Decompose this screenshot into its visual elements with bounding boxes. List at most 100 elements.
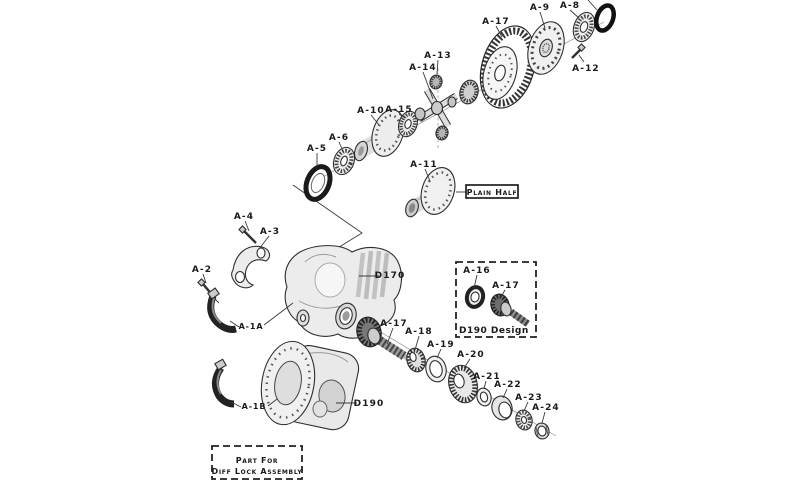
callout-labels: A-5 A-6 A-10 A-15 A-14 A-13 A-17 A-9 A-8… [192, 1, 600, 413]
nut-facet [545, 424, 549, 436]
bracket-hole [256, 247, 266, 259]
gear-teeth [406, 348, 426, 372]
gear-teeth [448, 365, 478, 403]
part-a20-gear [448, 364, 478, 404]
bracket-hole [234, 270, 246, 284]
part-a3-bracket [231, 245, 271, 289]
callout-a21: A-21 [473, 372, 501, 382]
strap-body [212, 365, 235, 408]
part-a24-nut [534, 422, 550, 440]
bearing-bore [470, 291, 480, 303]
d190-design-label: D190 Design [459, 326, 529, 336]
flange-splines [542, 42, 550, 54]
callout-a13: A-13 [424, 51, 452, 61]
cropped-leader-line [587, 0, 598, 11]
callout-a11: A-11 [410, 160, 438, 170]
callout-d190: D190 [354, 399, 385, 409]
seal-bore [310, 172, 326, 194]
bolt-head [197, 278, 206, 287]
pinion-gear-left [414, 107, 426, 121]
part-d170-housing [284, 245, 403, 339]
side-gear [459, 79, 479, 105]
callout-a14: A-14 [409, 63, 437, 73]
nut-facet [535, 426, 539, 438]
callout-a12: A-12 [572, 64, 600, 74]
gear-bore [409, 352, 417, 362]
callout-a4: A-4 [234, 212, 254, 222]
gear-bore [494, 64, 506, 82]
bolt-head [577, 43, 586, 52]
pinion-gear-face [367, 327, 381, 345]
hub-bore [408, 203, 416, 213]
plain-half-label: Plain Half [467, 188, 518, 197]
callout-a17-ring-gear: A-17 [482, 17, 510, 27]
thrust-washer [447, 96, 457, 108]
case-bolt-hole-ring [374, 114, 402, 152]
bearing-rollers [334, 148, 354, 174]
output-bore-inner [342, 311, 350, 321]
callout-a1b: A-1B [242, 402, 267, 411]
d190-design-box: D190 Design [455, 261, 537, 338]
housing-dome [314, 262, 346, 298]
bolt-shank [243, 230, 257, 244]
part-a18-gear [406, 347, 426, 373]
part-a15-bearing [397, 110, 419, 138]
plain-half-border [465, 184, 519, 199]
bolt-head [238, 225, 247, 234]
callout-a17-pinion-d190: A-17 [492, 281, 520, 291]
callout-a18: A-18 [405, 327, 433, 337]
part-a6-bearing [332, 146, 356, 176]
callout-a24: A-24 [532, 403, 560, 413]
seal-ring [303, 164, 333, 202]
part-a16-bearing [464, 285, 486, 309]
mount-lug-hole [299, 313, 307, 323]
part-a12-bolt [571, 43, 586, 59]
gear-bolt-hole-ring [487, 53, 513, 93]
shaft-splines [508, 309, 531, 327]
callout-d170: D170 [375, 271, 406, 281]
note-line-2: Diff Lock Assembly [212, 467, 303, 476]
callout-a19: A-19 [427, 340, 455, 350]
bearing-bore [579, 21, 589, 33]
bearing-rollers [516, 410, 532, 430]
part-a22-bearing-race [491, 395, 513, 421]
shaft-splines [373, 334, 407, 360]
callout-a6: A-6 [329, 133, 349, 143]
pinion-gear-top-teeth [430, 75, 442, 89]
plain-half-tag: Plain Half [456, 184, 519, 199]
housing-rib [379, 252, 390, 298]
housing-contour [304, 253, 337, 263]
callout-a16: A-16 [463, 266, 491, 276]
part-a5-oil-seal [303, 164, 333, 202]
bearing-rollers [574, 14, 594, 40]
race-cone [498, 401, 512, 419]
pinion-gear-face [500, 301, 512, 317]
part-d190-housing [260, 340, 360, 431]
part-a8-bearing [572, 11, 596, 43]
pinion-gear-teeth [356, 317, 382, 347]
note-line-1: Part For [236, 456, 279, 465]
callout-a10: A-10 [357, 106, 385, 116]
callout-a1a: A-1A [239, 322, 264, 331]
nut-bore [537, 425, 547, 437]
leader-lines [202, 9, 585, 424]
hub-flange [420, 167, 456, 215]
case-flange [371, 109, 405, 157]
part-a13-pinion-gears [414, 74, 479, 141]
case-neck-bore [358, 146, 364, 156]
part-a17-pinion-d190 [490, 293, 531, 327]
part-a10-diff-case [353, 109, 405, 162]
callout-a9: A-9 [530, 3, 550, 13]
side-gear-teeth [460, 81, 478, 103]
housing-rib [355, 252, 366, 298]
diff-lock-note-box: Part For Diff Lock Assembly [211, 445, 303, 480]
part-a9-carrier-flange [527, 21, 565, 75]
part-top-right-seal-ring [594, 3, 616, 33]
seal-ring [594, 3, 616, 33]
callout-a2: A-2 [192, 265, 212, 275]
part-a23-bearing [515, 409, 533, 431]
part-a1b-lock-strap [212, 358, 235, 408]
part-a17-ring-gear [479, 25, 537, 109]
part-a1a-lock-strap [207, 287, 237, 333]
d190-opening-small [312, 400, 328, 418]
